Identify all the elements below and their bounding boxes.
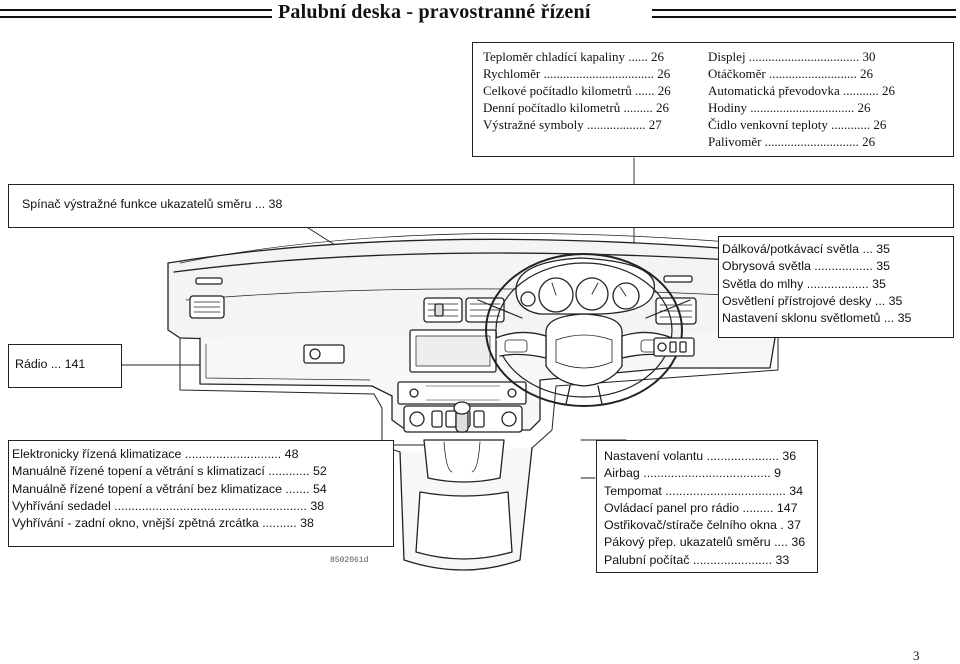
list-item: Manuálně řízené topení a větrání bez kli… [12, 481, 327, 496]
list-item: Hodiny ................................ … [708, 100, 871, 115]
radio-label: Rádio ... 141 [15, 357, 86, 371]
list-item: Nastavení sklonu světlometů ... 35 [722, 311, 912, 326]
instrument-callout-box: Teploměr chladící kapaliny ...... 26 Ryc… [472, 42, 954, 157]
list-item: Světla do mlhy .................. 35 [722, 276, 886, 291]
list-item: Teploměr chladící kapaliny ...... 26 [483, 49, 665, 64]
list-item: Vyhřívání sedadel ......................… [12, 498, 325, 513]
page-title: Palubní deska - pravostranné řízení [278, 1, 591, 23]
hazard-label: Spínač výstražné funkce ukazatelů směru … [22, 197, 283, 211]
list-item: Osvětlení přístrojové desky ... 35 [722, 293, 903, 308]
list-item: Ostřikovač/stírače čelního okna . 37 [604, 518, 801, 533]
steering-callout-box: Nastavení volantu ..................... … [596, 440, 818, 573]
list-item: Ovládací panel pro rádio ......... 147 [604, 500, 798, 515]
instrument-list-left: Teploměr chladící kapaliny ...... 26 Ryc… [483, 48, 671, 133]
steering-list: Nastavení volantu ..................... … [604, 448, 805, 569]
list-item: Celkové počítadlo kilometrů ...... 26 [483, 83, 671, 98]
list-item: Rychloměr ..............................… [483, 66, 671, 81]
list-item: Vyhřívání - zadní okno, vnější zpětná zr… [12, 516, 314, 531]
radio-callout-box: Rádio ... 141 [8, 344, 122, 388]
list-item: Dálková/potkávací světla ... 35 [722, 242, 891, 256]
header-rule-right [652, 9, 956, 18]
page-number: 3 [913, 648, 920, 663]
list-item: Výstražné symboly .................. 27 [483, 117, 662, 132]
list-item: Elektronicky řízená klimatizace ........… [12, 447, 299, 461]
list-item: Palubní počítač ....................... … [604, 552, 790, 567]
list-item: Automatická převodovka ........... 26 [708, 83, 896, 98]
header-rule-left [0, 9, 272, 18]
figure-code: 8502061d [330, 556, 369, 565]
instrument-list-right: Displej ................................… [708, 48, 895, 150]
lights-list: Dálková/potkávací světla ... 35 Obrysová… [722, 241, 911, 327]
hazard-callout-box: Spínač výstražné funkce ukazatelů směru … [8, 184, 954, 228]
list-item: Pákový přep. ukazatelů směru .... 36 [604, 535, 806, 550]
list-item: Otáčkoměr ........................... 26 [708, 66, 874, 81]
lights-callout-box: Dálková/potkávací světla ... 35 Obrysová… [718, 236, 954, 338]
list-item: Čidlo venkovní teploty ............ 26 [708, 117, 887, 132]
list-item: Displej ................................… [708, 49, 876, 64]
list-item: Denní počítadlo kilometrů ......... 26 [483, 100, 669, 115]
climate-callout-box: Elektronicky řízená klimatizace ........… [8, 440, 394, 547]
list-item: Obrysová světla ................. 35 [722, 259, 891, 274]
list-item: Nastavení volantu ..................... … [604, 449, 797, 463]
list-item: Palivoměr ............................. … [708, 134, 876, 149]
climate-list: Elektronicky řízená klimatizace ........… [12, 446, 327, 532]
list-item: Manuálně řízené topení a větrání s klima… [12, 464, 327, 479]
list-item: Tempomat ...............................… [604, 483, 803, 498]
list-item: Airbag .................................… [604, 466, 781, 481]
